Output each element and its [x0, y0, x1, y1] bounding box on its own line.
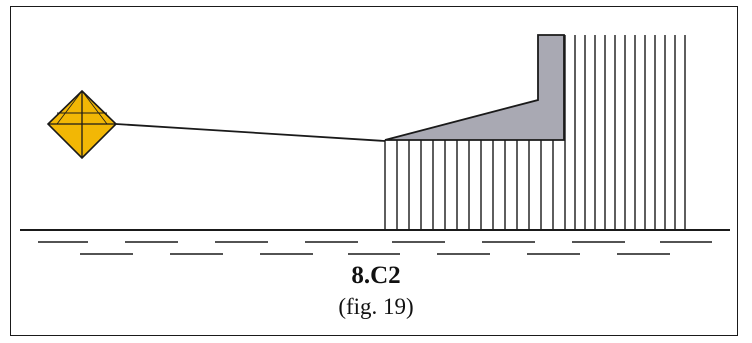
grey-structure [384, 34, 565, 141]
kite-icon [46, 89, 118, 160]
figure-frame [10, 6, 738, 336]
figure-label: 8.C2 [351, 262, 401, 289]
figure-caption: (fig. 19) [338, 294, 414, 319]
kite-line [115, 123, 386, 142]
water-surface [38, 241, 712, 255]
lower-pier-lines [384, 140, 554, 230]
tall-pier-lines [564, 35, 686, 230]
